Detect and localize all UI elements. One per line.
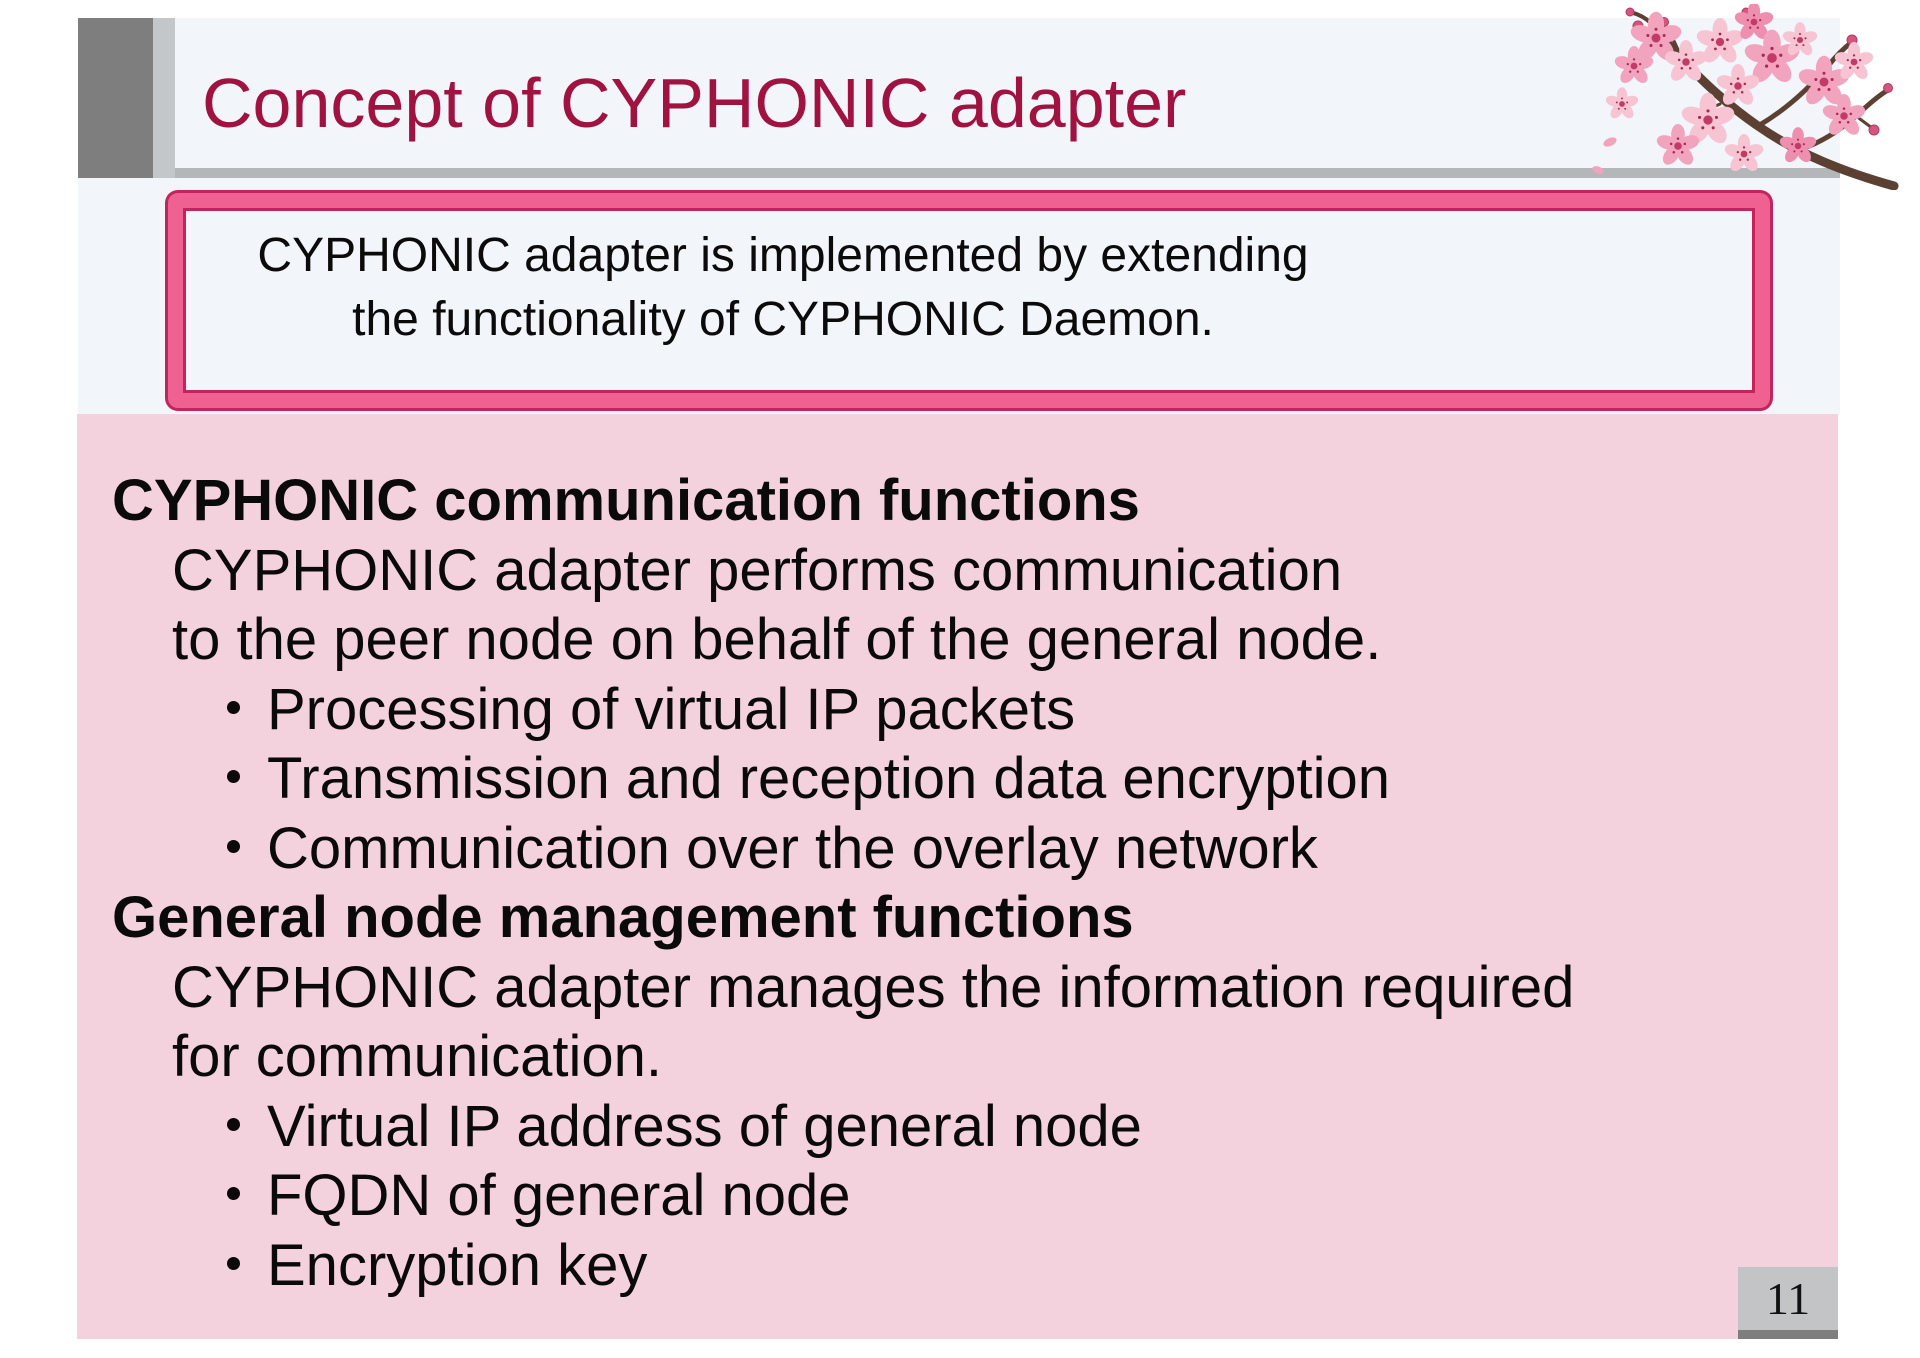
section-body-line: CYPHONIC adapter performs communication xyxy=(172,537,1343,603)
section-body-line: CYPHONIC adapter manages the information… xyxy=(172,954,1575,1020)
callout-text: CYPHONIC adapter is implemented by exten… xyxy=(183,224,1383,352)
cherry-blossom-branch-icon xyxy=(1592,4,1899,190)
page-number: 11 xyxy=(1765,1273,1811,1324)
title-accent-dark-block xyxy=(78,18,153,178)
section-heading: CYPHONIC communication functions xyxy=(112,468,1140,533)
section-heading: General node management functions xyxy=(112,885,1134,950)
bullet-dot-icon xyxy=(227,1187,240,1200)
bullet-text: Transmission and reception data encrypti… xyxy=(267,746,1391,811)
callout-line-1: CYPHONIC adapter is implemented by exten… xyxy=(257,229,1309,282)
content-panel: CYPHONIC communication functions CYPHONI… xyxy=(77,414,1838,1339)
bullet-dot-icon xyxy=(227,1117,240,1131)
bullet-item: Transmission and reception data encrypti… xyxy=(77,744,1838,814)
bullet-dot-icon xyxy=(227,770,240,783)
bullet-text: Communication over the overlay network xyxy=(267,815,1318,881)
bullet-item: Virtual IP address of general node xyxy=(77,1092,1838,1162)
bullet-dot-icon xyxy=(227,1256,240,1270)
bullet-item: Communication over the overlay network xyxy=(77,814,1838,884)
bullet-text: Virtual IP address of general node xyxy=(267,1093,1142,1159)
bullet-item: Encryption key xyxy=(77,1231,1838,1301)
bullet-item: Processing of virtual IP packets xyxy=(77,675,1838,745)
bullet-item: FQDN of general node xyxy=(77,1161,1838,1231)
page-number-badge: 11 xyxy=(1738,1267,1838,1339)
section-body-line: to the peer node on behalf of the genera… xyxy=(172,607,1382,672)
callout-line-2: the functionality of CYPHONIC Daemon. xyxy=(352,293,1214,346)
content-text-block: CYPHONIC communication functions CYPHONI… xyxy=(77,414,1838,1300)
callout-box: CYPHONIC adapter is implemented by exten… xyxy=(168,193,1770,408)
page-title: Concept of CYPHONIC adapter xyxy=(202,64,1187,142)
bullet-dot-icon xyxy=(227,839,240,853)
bullet-text: Processing of virtual IP packets xyxy=(267,676,1076,742)
bullet-text: Encryption key xyxy=(267,1232,648,1298)
title-accent-light-bar xyxy=(153,18,175,178)
section-body-line: for communication. xyxy=(172,1024,662,1089)
bullet-dot-icon xyxy=(227,700,240,714)
bullet-text: FQDN of general node xyxy=(267,1163,851,1228)
title-underline-rule xyxy=(175,168,1840,178)
